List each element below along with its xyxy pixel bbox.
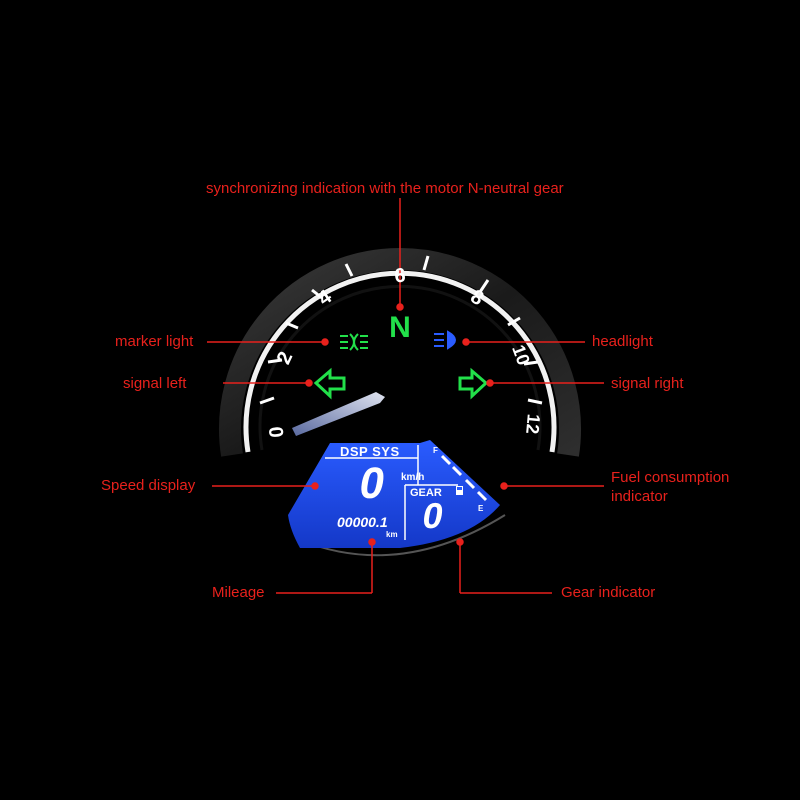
label-speed-display: Speed display xyxy=(101,477,196,494)
label-marker-light: marker light xyxy=(115,333,194,350)
gauge-scale-12: 12 xyxy=(522,413,544,435)
marker-light-icon xyxy=(340,333,368,351)
lcd-mileage-unit: km xyxy=(386,530,398,539)
fuel-bar xyxy=(440,454,488,502)
label-mileage: Mileage xyxy=(212,584,265,601)
lcd-panel xyxy=(288,440,500,548)
label-gear-indicator: Gear indicator xyxy=(561,584,656,601)
gauge-needle xyxy=(292,392,385,436)
label-headlight: headlight xyxy=(592,333,653,350)
fuel-pump-icon xyxy=(456,486,463,495)
gauge-scale-6: 6 xyxy=(393,264,407,288)
arrow-left-icon xyxy=(313,367,346,400)
lcd-fuel-empty: E xyxy=(478,504,484,513)
lcd-fuel-full: F xyxy=(433,446,438,455)
label-signal-left: signal left xyxy=(123,375,187,392)
lcd-mileage-value: 00000.1 xyxy=(337,514,388,530)
lcd-gear-label: GEAR xyxy=(410,487,442,499)
label-fuel-line1: Fuel consumption xyxy=(611,469,730,486)
gauge-bottom-bezel xyxy=(299,514,506,557)
callout-lines xyxy=(207,198,604,594)
neutral-indicator: N xyxy=(389,311,411,344)
lcd-title: DSP SYS xyxy=(340,444,400,459)
label-signal-right: signal right xyxy=(611,375,684,392)
headlight-icon xyxy=(434,330,456,350)
label-neutral-sync: synchronizing indication with the motor … xyxy=(206,180,564,197)
arrow-right-icon xyxy=(458,367,489,400)
gauge-scale-0: 0 xyxy=(265,425,289,439)
gauge-ticks xyxy=(259,255,543,405)
lcd-speed-unit: km/h xyxy=(401,472,425,483)
label-fuel-line2: indicator xyxy=(611,488,668,505)
